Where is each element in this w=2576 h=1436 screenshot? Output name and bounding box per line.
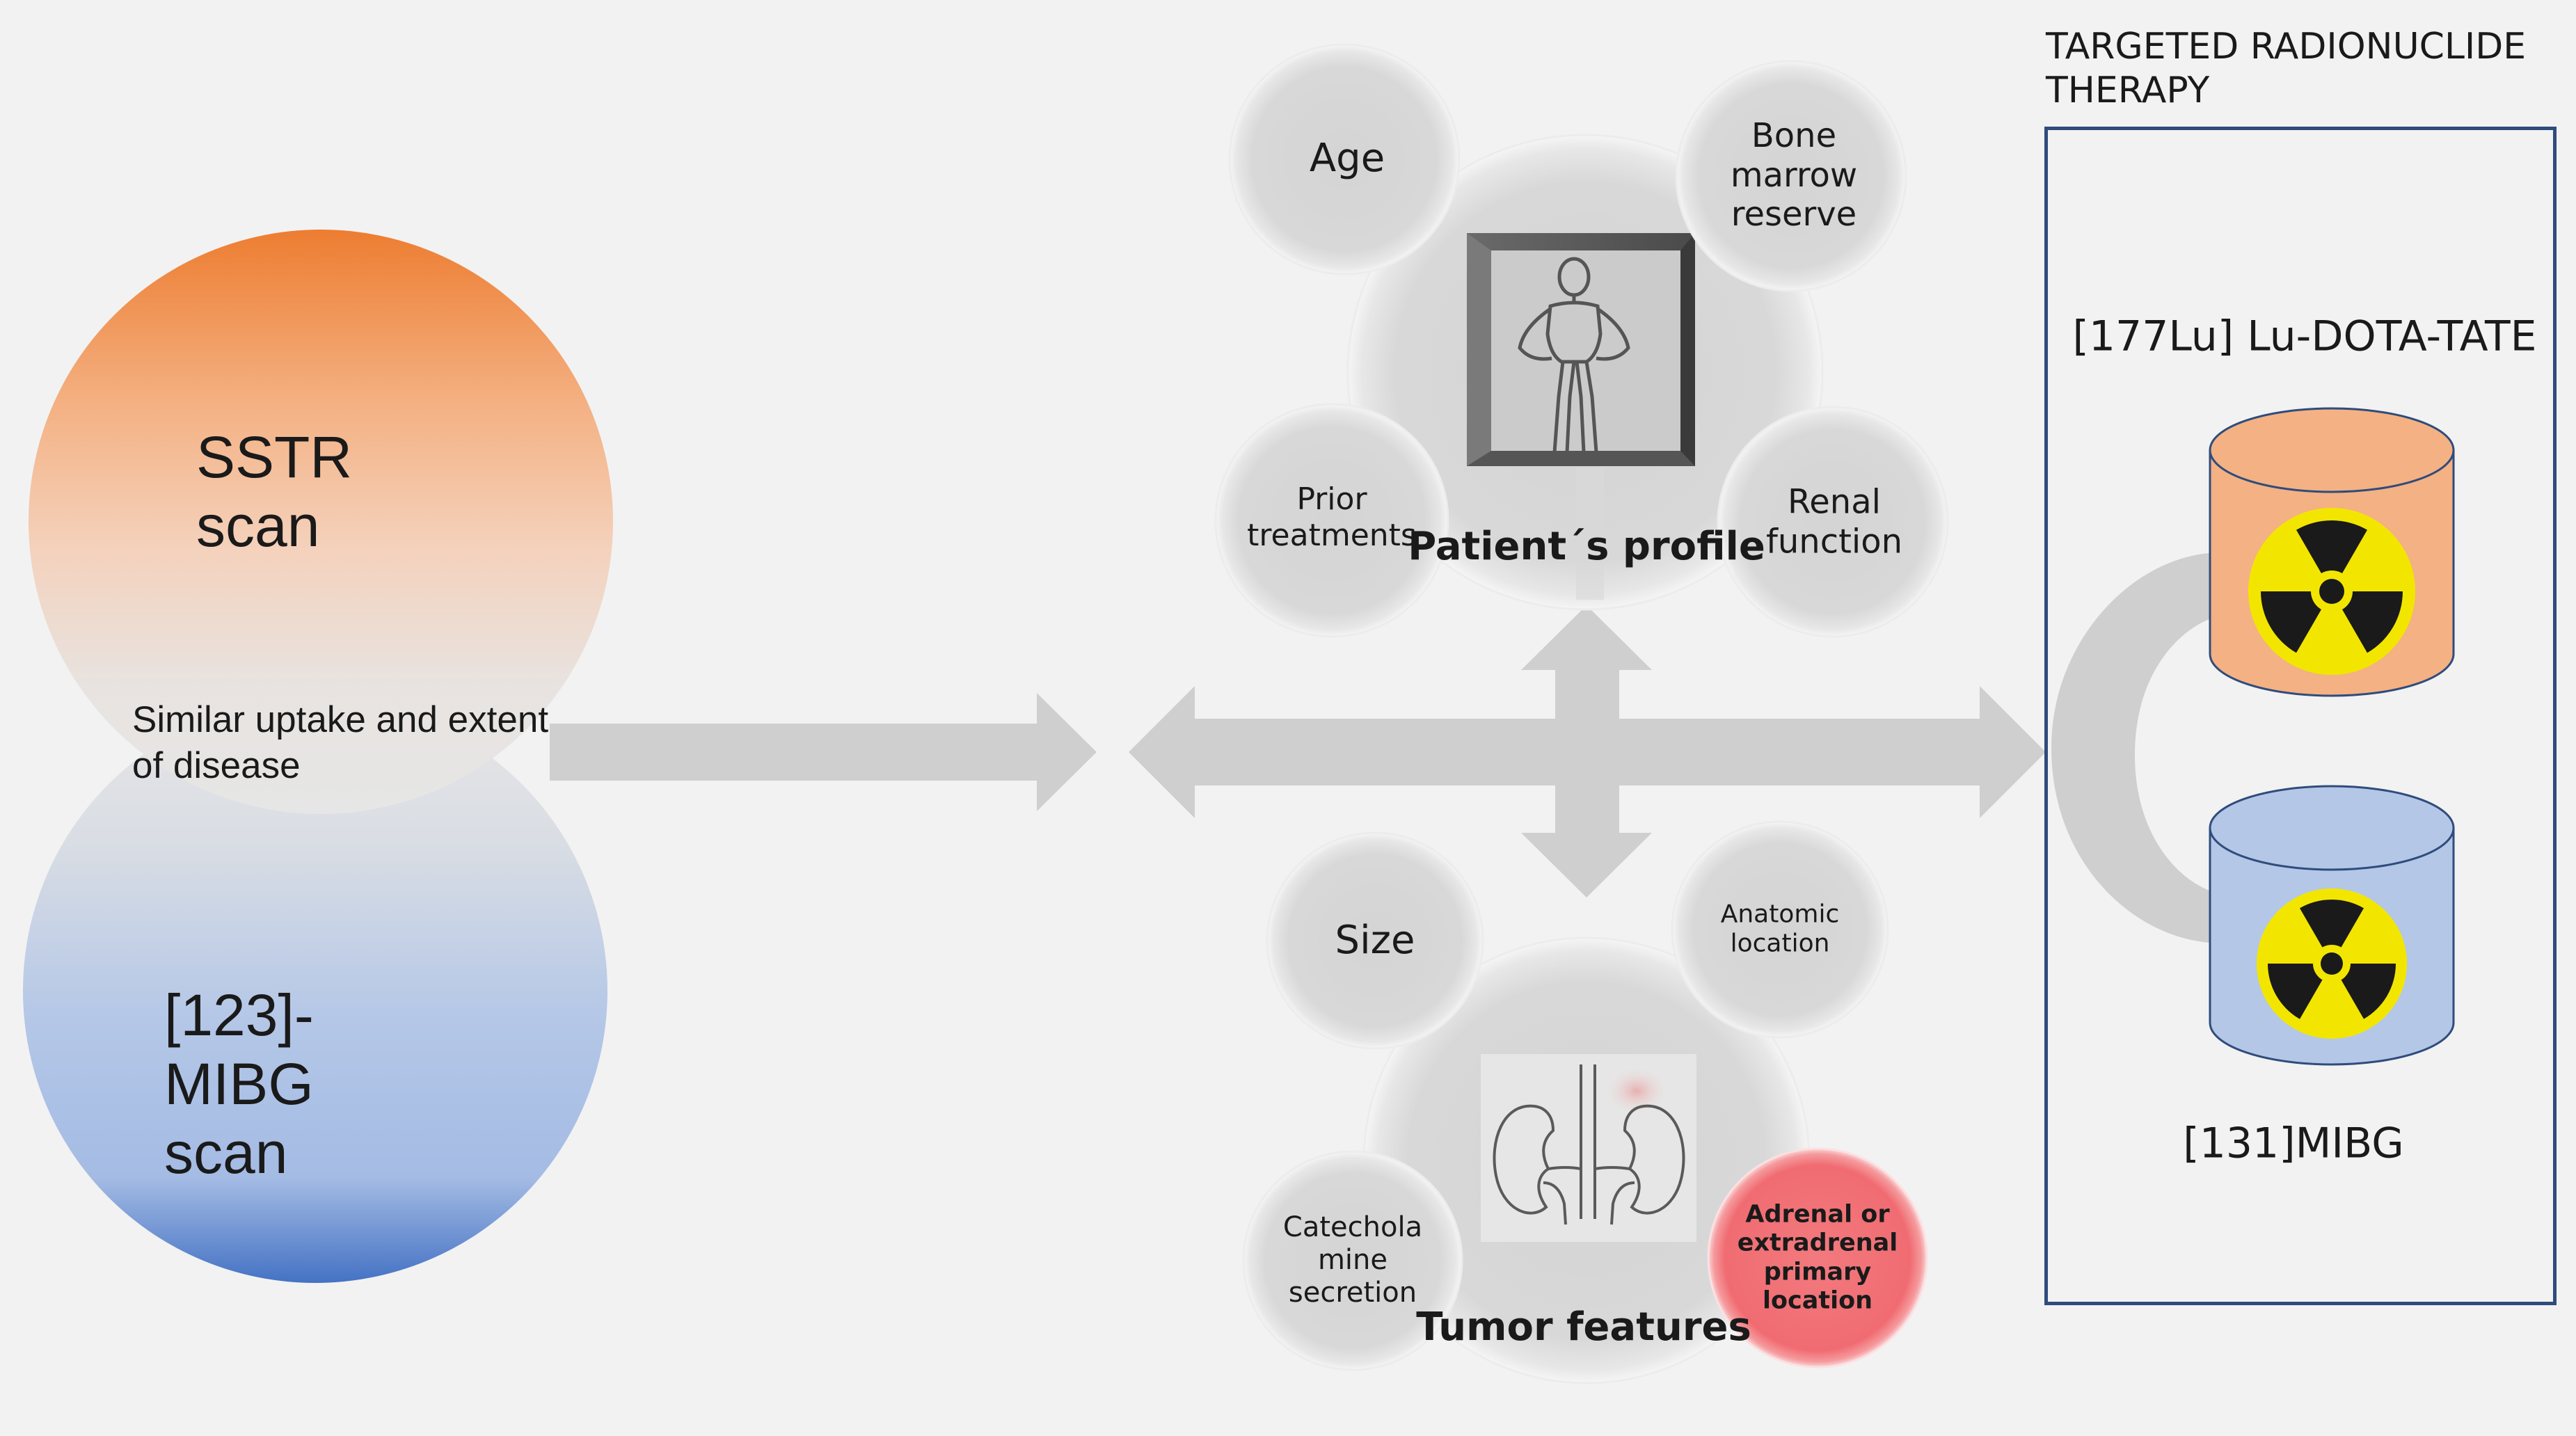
prior-treatments-bubble [1214,403,1449,638]
tumor-features-title: Tumor features [1416,1304,1751,1350]
therapy-connector [2051,553,2209,943]
mibg-label: [131]MIBG [2183,1119,2404,1168]
renal-function-bubble [1717,406,1949,638]
prior-treatments-label: Prior treatments [1247,481,1417,553]
human-figure-icon [1467,233,1695,600]
catecholamine-bubble [1242,1150,1463,1371]
therapy-heading: TARGETED RADIONUCLIDE THERAPY [2046,26,2527,112]
age-label: Age [1309,135,1385,181]
catecholamine-label: Catechola mine secretion [1282,1211,1423,1309]
adrenal-location-label: Adrenal or extradrenal primary location [1737,1200,1898,1315]
patient-profile-title: Patient´s profile [1408,523,1765,569]
size-bubble [1266,831,1484,1050]
lu-dota-tate-label: [177Lu] Lu-DOTA-TATE [2072,312,2537,361]
anatomic-location-label: Anatomic location [1720,900,1840,958]
renal-function-label: Renal function [1765,482,1903,561]
four-way-arrow [1129,605,2046,898]
bone-marrow-label: Bone marrow reserve [1730,116,1858,234]
anatomic-location-bubble [1671,820,1889,1039]
bone-marrow-bubble [1675,60,1907,292]
sstr-scan-label: SSTR scan [196,424,353,559]
arrow-right-to-center [550,693,1097,811]
kidneys-icon [1481,1054,1696,1242]
size-label: Size [1335,917,1415,963]
sstr-scan-circle [29,230,613,814]
age-bubble [1228,43,1461,276]
radiation-icon [2257,888,2407,1039]
adrenal-location-bubble [1707,1147,1928,1369]
radiation-icon [2248,508,2415,675]
overlap-label: Similar uptake and extent of disease [132,699,549,787]
mibg-scan-label: [123]- MIBG scan [164,982,314,1186]
mibg-scan-circle [23,699,607,1283]
therapy-box [2044,127,2557,1305]
